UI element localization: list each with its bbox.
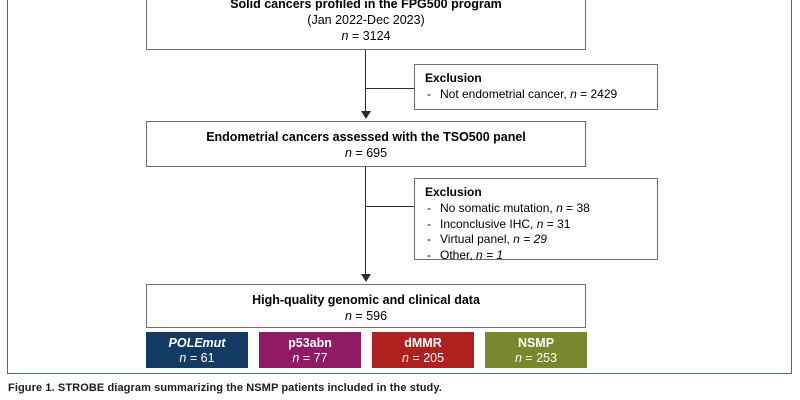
molecular-class-p53abn: p53abn n = 77 [259,332,361,368]
node-endometrial-assessed: Endometrial cancers assessed with the TS… [146,121,586,167]
n-symbol: n [179,351,187,365]
n-symbol: n [341,29,349,43]
n-symbol: n [556,201,563,215]
node-endometrial-assessed-count: n = 695 [147,145,585,161]
bullet-dash-icon: - [427,247,431,262]
n-symbol: n [401,351,409,365]
exclusion-2-item: -Inconclusive IHC, n = 31 [425,217,649,233]
n-equals: = [351,29,360,43]
n-symbol: n [514,351,522,365]
exclusion-1-item-text: Not endometrial cancer, [440,87,567,101]
n-value: 29 [533,232,547,246]
node-exclusion-2: Exclusion -No somatic mutation, n = 38 -… [414,178,658,262]
node-solid-cancers-title: Solid cancers profiled in the FPG500 pro… [230,0,502,11]
node-high-quality-data-count: n = 596 [147,308,585,324]
node-exclusion-1: Exclusion -Not endometrial cancer, n = 2… [414,64,658,110]
n-symbol: n [344,146,352,160]
strobe-flowchart: Solid cancers profiled in the FPG500 pro… [146,0,658,368]
n-value: 1 [496,247,504,262]
exclusion-2-heading: Exclusion [425,185,482,199]
connector-arrow-2 [361,274,371,282]
n-equals: = [355,309,363,323]
molecular-class-polemut: POLEmut n = 61 [146,332,248,368]
node-solid-cancers-subtitle: (Jan 2022-Dec 2023) [307,13,425,27]
figure-caption: Figure 1. STROBE diagram summarizing the… [8,382,442,394]
n-value: 3124 [362,29,391,43]
connector-trunk-1 [365,50,366,115]
n-symbol: n [570,87,577,101]
connector-arrow-1 [361,111,371,119]
bullet-dash-icon: - [427,232,431,246]
exclusion-2-item-text: No somatic mutation, [440,201,553,215]
n-value: 2429 [590,87,618,101]
connector-trunk-2 [365,167,366,277]
bullet-dash-icon: - [427,87,431,101]
molecular-class-nsmp-label: NSMP [517,336,555,350]
molecular-class-p53abn-label: p53abn [288,336,332,350]
molecular-class-dmmr-label: dMMR [404,336,442,350]
n-equals: = [523,232,531,246]
exclusion-1-item: -Not endometrial cancer, n = 2429 [425,87,649,103]
n-symbol: n [476,247,483,262]
exclusion-1-heading: Exclusion [425,71,482,85]
n-value: 61 [200,351,215,365]
exclusion-2-item: -Virtual panel, n = 29 [425,232,649,248]
molecular-class-p53abn-count: n = 77 [259,351,361,366]
n-equals: = [566,201,574,215]
exclusion-2-item-text: Inconclusive IHC, [440,216,534,231]
bullet-dash-icon: - [427,201,431,215]
n-value: 596 [366,309,388,323]
bullet-dash-icon: - [427,216,431,231]
node-high-quality-data: High-quality genomic and clinical data n… [146,284,586,328]
molecular-class-dmmr-count: n = 205 [372,351,474,366]
n-value: 205 [423,351,445,365]
n-symbol: n [344,309,352,323]
node-high-quality-data-title: High-quality genomic and clinical data [252,293,480,307]
n-equals: = [580,87,588,101]
n-value: 38 [576,201,590,215]
exclusion-2-item: -No somatic mutation, n = 38 [425,201,649,217]
n-value: 31 [557,216,571,231]
node-solid-cancers: Solid cancers profiled in the FPG500 pro… [146,0,586,50]
molecular-class-row: POLEmut n = 61 p53abn n = 77 dMMR n [146,332,587,368]
molecular-class-dmmr: dMMR n = 205 [372,332,474,368]
molecular-class-nsmp: NSMP n = 253 [485,332,587,368]
n-equals: = [302,351,311,365]
n-symbol: n [292,351,300,365]
molecular-class-polemut-label: POLEmut [168,336,226,350]
molecular-class-polemut-count: n = 61 [146,351,248,366]
n-equals: = [355,146,363,160]
n-equals: = [546,216,554,231]
n-equals: = [525,351,533,365]
n-value: 695 [366,146,388,160]
n-equals: = [189,351,198,365]
node-solid-cancers-count: n = 3124 [147,28,585,44]
connector-branch-1 [365,88,414,89]
exclusion-2-item: -Other, n = 1 [425,248,649,264]
connector-branch-2 [365,206,414,207]
exclusion-2-item-text: Other, [440,247,473,262]
n-symbol: n [513,232,520,246]
n-value: 253 [536,351,558,365]
molecular-class-nsmp-count: n = 253 [485,351,587,366]
n-value: 77 [313,351,328,365]
n-equals: = [486,247,494,262]
n-equals: = [412,351,420,365]
exclusion-2-item-text: Virtual panel, [440,232,510,246]
n-symbol: n [536,216,544,231]
node-endometrial-assessed-title: Endometrial cancers assessed with the TS… [206,130,526,144]
